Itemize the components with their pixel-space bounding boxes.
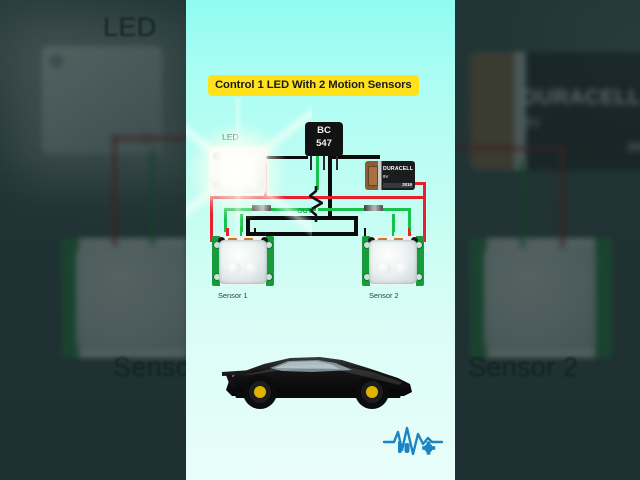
transistor-leg-3	[336, 156, 338, 170]
wire-green-right-drop	[408, 208, 411, 232]
transistor-leg-1	[310, 156, 312, 170]
battery-year: 2019	[402, 182, 412, 187]
battery-voltage: 9V	[383, 174, 389, 179]
waveform-logo	[382, 426, 444, 456]
wire-led-to-transistor	[266, 156, 308, 159]
wire-black-bus-right	[354, 216, 358, 236]
gear-icon	[424, 443, 433, 453]
wire-green-base	[316, 156, 319, 190]
sensor1-label: Sensor 1	[218, 291, 248, 300]
transistor-label-line2: 547	[316, 138, 332, 149]
main-panel: Control 1 LED With 2 Motion Sensors	[186, 0, 455, 480]
sports-car-image	[222, 357, 412, 409]
sensor2-pin-out	[392, 226, 395, 242]
video-title-badge: Control 1 LED With 2 Motion Sensors	[208, 75, 419, 96]
battery-brand: DURACELL	[383, 166, 414, 172]
wire-red-main-bus	[210, 196, 426, 199]
pir-sensor-2	[362, 236, 424, 286]
transistor-label-line1: BC	[317, 125, 331, 136]
resistor-base	[309, 186, 323, 222]
transistor-bc547: BC 547	[305, 122, 343, 156]
battery-terminal	[368, 166, 378, 186]
pir-sensor-1	[212, 236, 274, 286]
led-module	[186, 98, 312, 244]
led-pad-b	[255, 181, 263, 189]
wire-battery-down	[328, 155, 332, 220]
battery-9v: DURACELL 9V 2019	[365, 161, 415, 190]
led-label: LED	[222, 132, 239, 142]
wire-black-bus	[246, 216, 358, 220]
sensor2-fresnel-lens	[369, 240, 417, 284]
plug-icon	[404, 443, 410, 453]
transistor-leg-2	[323, 156, 325, 170]
led-pad-c	[213, 181, 221, 189]
battery-strip	[383, 183, 413, 188]
wire-green-sensor2-out	[392, 214, 395, 232]
screwdriver-icon	[398, 441, 402, 453]
sensor2-label: Sensor 2	[369, 291, 399, 300]
resistor-left	[252, 205, 271, 211]
sensor1-pin-out	[240, 226, 243, 242]
led-pad-a	[213, 152, 221, 160]
wire-red-battery-drop	[423, 182, 426, 199]
wire-transistor-to-battery	[332, 155, 380, 159]
wire-red-right-column	[423, 196, 426, 242]
sensor1-fresnel-lens	[219, 240, 267, 284]
out-label: OUT	[297, 206, 313, 215]
resistor-right	[364, 205, 383, 211]
